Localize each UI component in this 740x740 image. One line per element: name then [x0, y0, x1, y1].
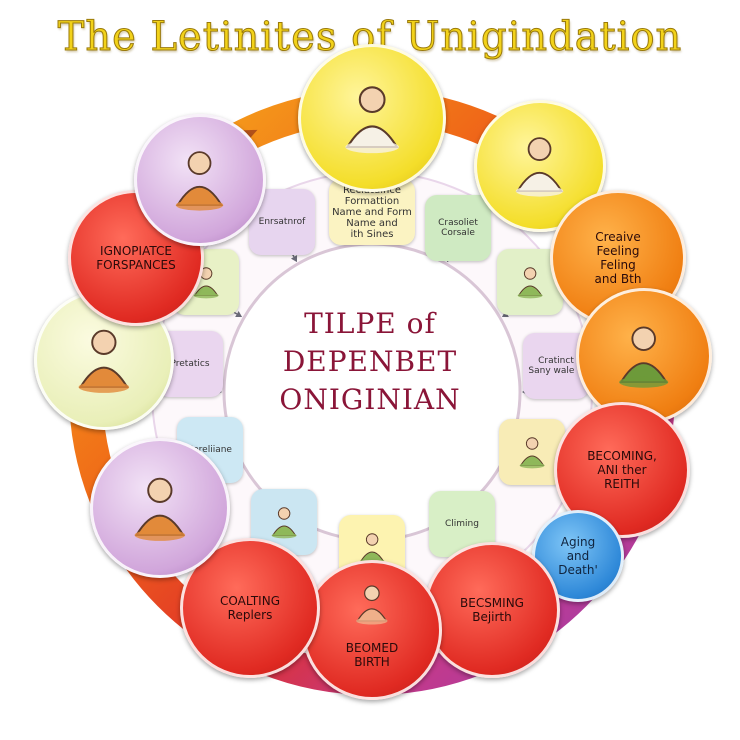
cycle-node-lower-left — [90, 438, 230, 578]
cycle-node-label: BECSMING Bejirth — [460, 596, 524, 624]
cycle-node-top — [298, 44, 446, 192]
inner-arrow-head — [235, 310, 243, 318]
cycle-node-bottom: BEOMED BIRTH — [302, 560, 442, 700]
meditating-deity-icon — [93, 441, 227, 575]
stage-tile-label: Climing — [445, 519, 479, 529]
two-figures-icon — [477, 103, 603, 229]
stage-tile-label: Pretatics — [170, 359, 210, 369]
center-title: TILPE of DEPENBET ONIGINIAN — [250, 305, 490, 419]
cycle-node-label: Creaive Feeling Feling and Bth — [594, 230, 642, 286]
cycle-node-lower-right-small: Aging and Death' — [532, 510, 624, 602]
stage-tile-label: Pereliiane — [188, 445, 232, 455]
cycle-node-label: Aging and Death' — [558, 535, 598, 577]
illustration-icon — [251, 489, 317, 555]
stage-tile-upper-right: Crasoliet Corsale — [425, 195, 491, 261]
illustration-icon — [499, 419, 565, 485]
cycle-node-top-left — [134, 114, 266, 246]
inner-arrow-head — [290, 255, 298, 263]
cycle-node-bottom-right: BECSMING Bejirth — [424, 542, 560, 678]
seated-figure-icon — [305, 563, 439, 646]
cycle-node-right-2 — [576, 288, 712, 424]
cycle-node-label: IGNOPIATCE FORSPANCES — [96, 244, 176, 272]
center-line-1: TILPE of — [304, 307, 436, 340]
cycle-node-bottom-left: COALTING Replers — [180, 538, 320, 678]
meditating-figure-icon — [301, 47, 443, 189]
cycle-node-label: BECOMING, ANI ther REITH — [587, 449, 657, 491]
figure-with-plant-icon — [579, 291, 709, 421]
two-people-icon — [37, 293, 171, 427]
cycle-node-upper-right — [474, 100, 606, 232]
illustration-icon — [497, 249, 563, 315]
cycle-node-label: BEOMED BIRTH — [345, 641, 399, 669]
cycle-node-label: COALTING Replers — [220, 594, 280, 622]
center-line-2: DEPENBET — [282, 345, 458, 378]
stage-tile-label: Enrsatnrof — [258, 217, 306, 227]
cycle-node-upper-left: IGNOPIATCE FORSPANCES — [68, 190, 204, 326]
center-line-3: ONIGINIAN — [279, 383, 461, 416]
kneeling-figure-icon — [137, 117, 263, 243]
illustration-icon — [173, 249, 239, 315]
stage-tile-label: Crasoliet Corsale — [438, 218, 478, 238]
